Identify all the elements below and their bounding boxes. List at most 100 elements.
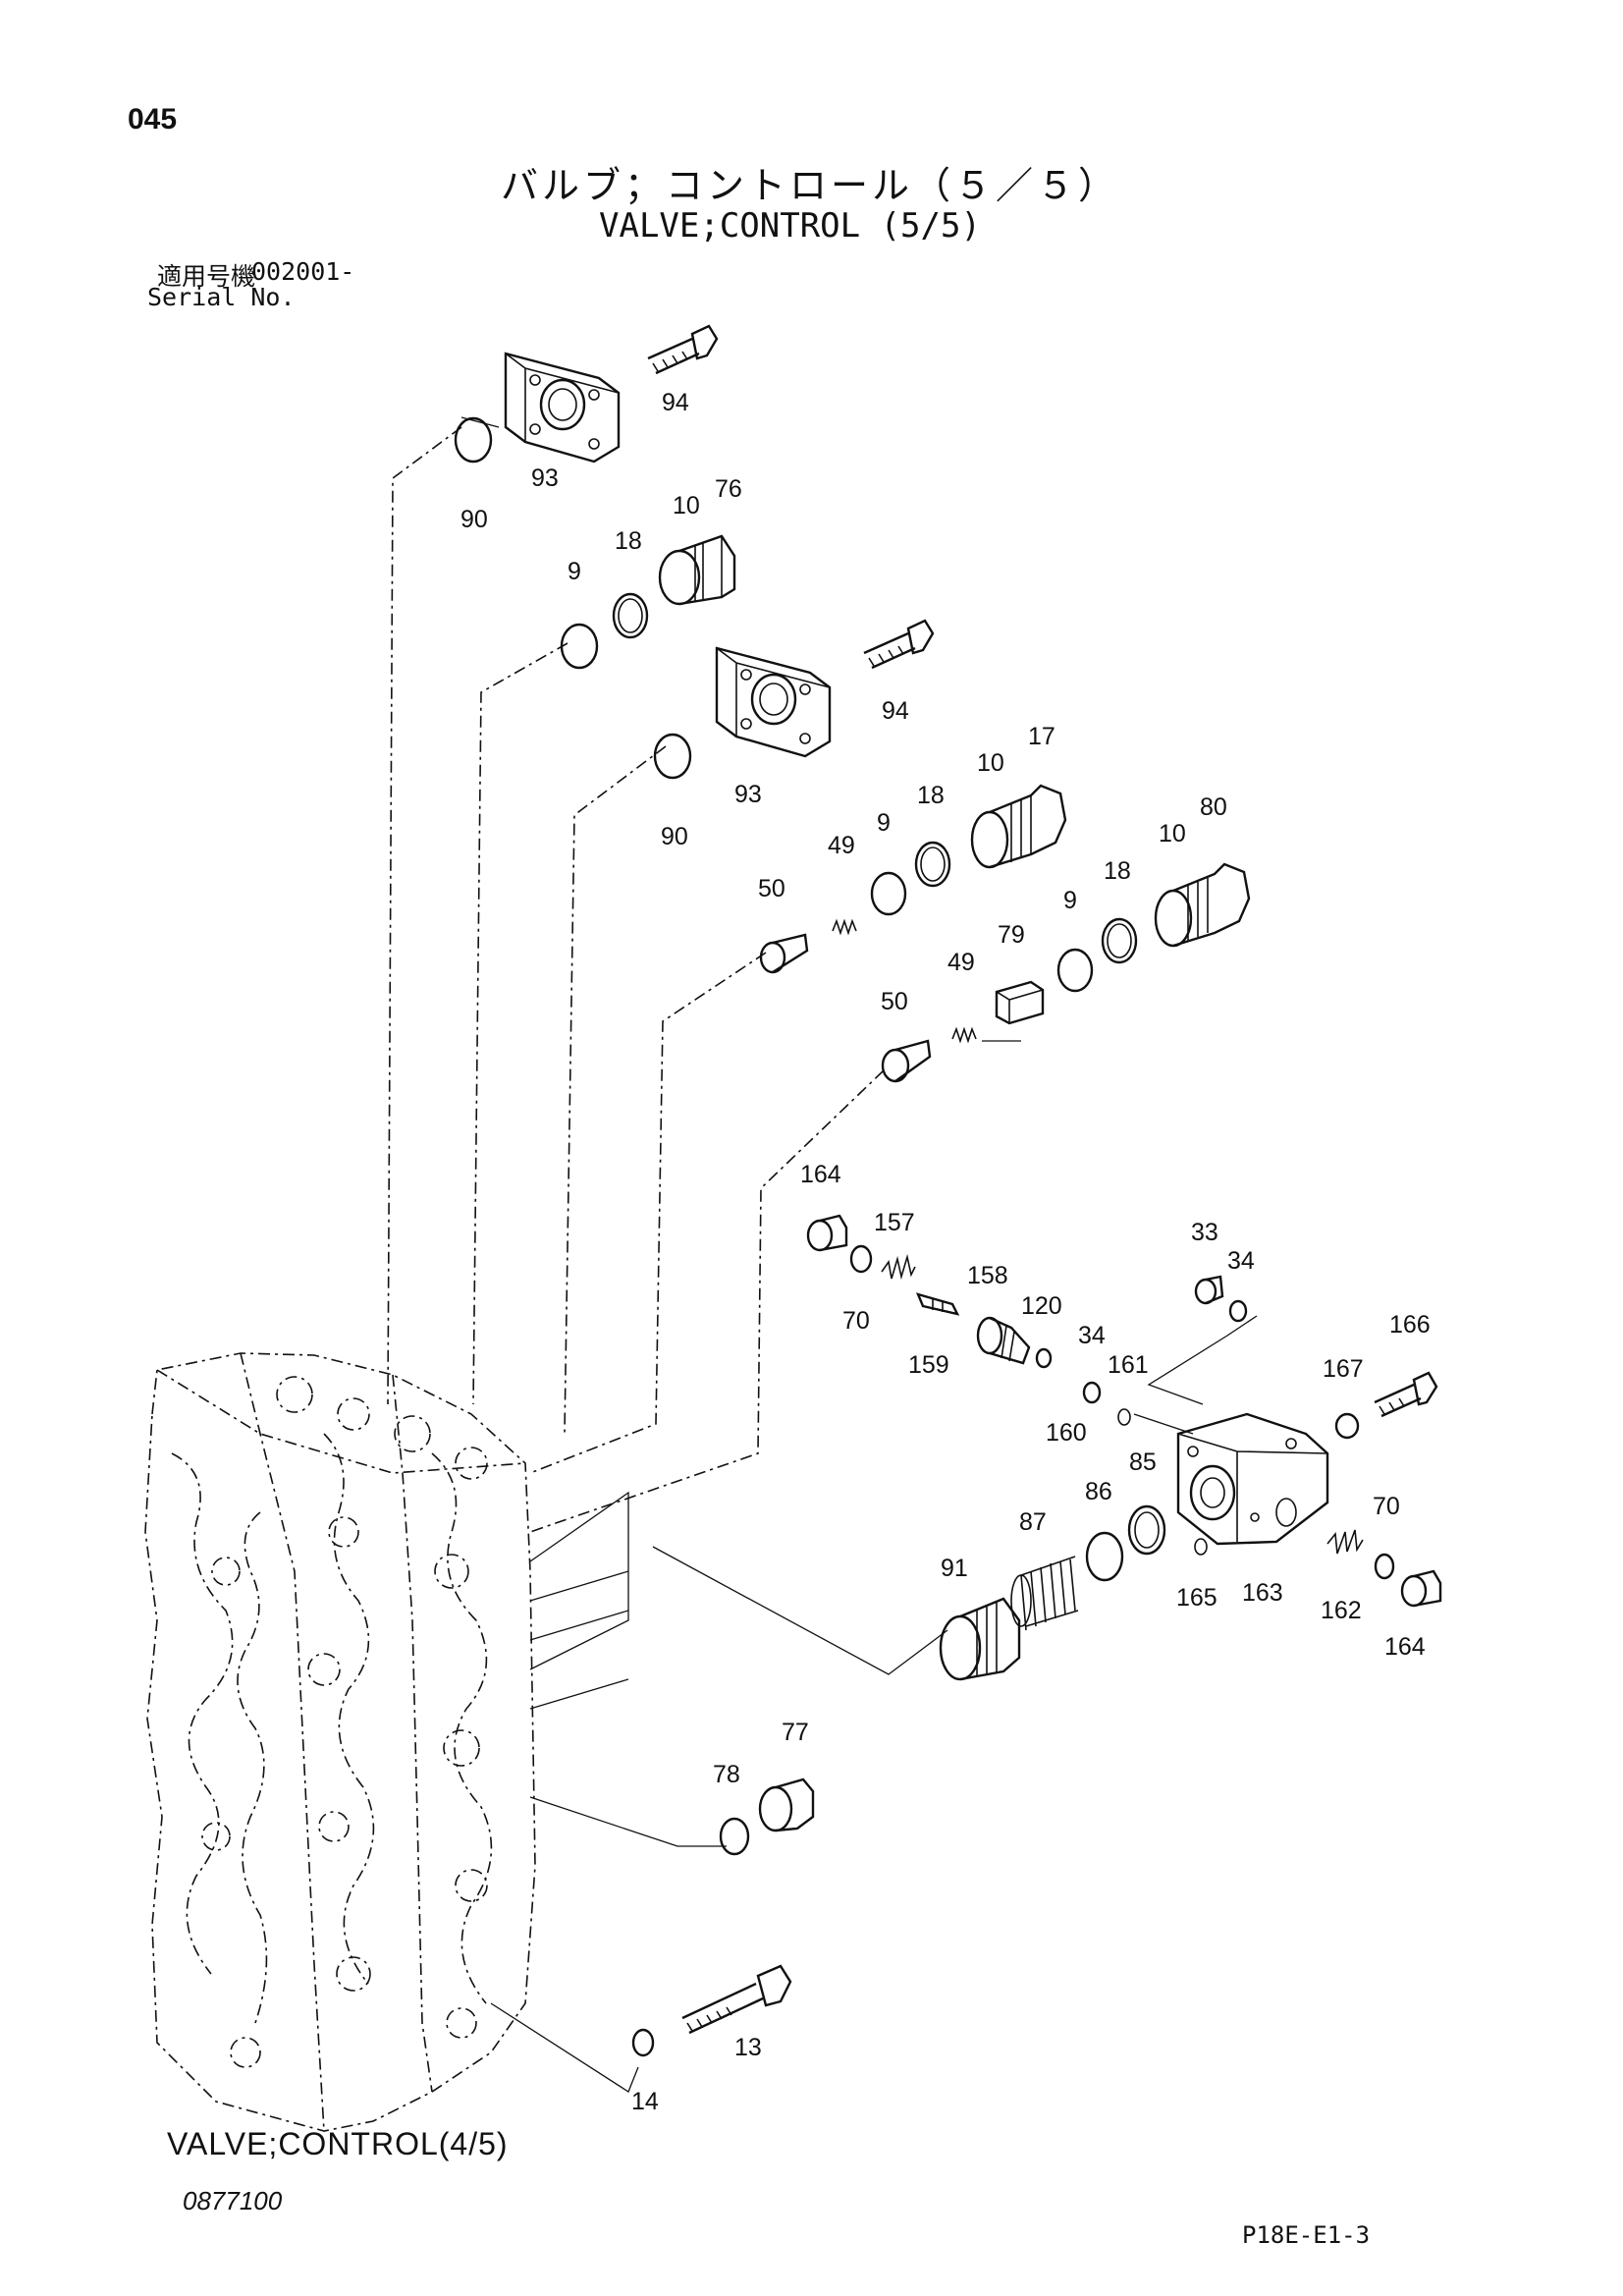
label-161: 161: [1108, 1351, 1149, 1379]
plug-33: [1194, 1275, 1224, 1305]
label-90-top: 90: [460, 506, 488, 533]
plug-164-a: [806, 1214, 848, 1252]
o-ring-86: [1085, 1531, 1124, 1582]
label-166: 166: [1389, 1311, 1431, 1339]
title-english: VALVE;CONTROL (5/5): [599, 206, 981, 246]
label-157: 157: [874, 1209, 915, 1236]
label-165: 165: [1176, 1584, 1217, 1612]
backup-ring-18-a: [612, 592, 649, 639]
backup-ring-18-c: [1101, 917, 1138, 964]
spring-87: [1010, 1556, 1079, 1631]
label-80: 80: [1200, 793, 1227, 821]
label-158: 158: [967, 1262, 1008, 1289]
label-17: 17: [1028, 723, 1055, 750]
serial-label-japanese: 適用号機: [157, 263, 256, 291]
spring-162: [1326, 1529, 1364, 1555]
o-ring-90-mid: [653, 733, 692, 780]
label-33: 33: [1191, 1219, 1218, 1246]
o-ring-9-a: [560, 623, 599, 670]
label-94-top: 94: [662, 389, 689, 416]
ring-120: [1035, 1347, 1053, 1369]
bolt-166: [1374, 1371, 1438, 1418]
label-9-b: 9: [877, 809, 891, 837]
part-labels: 94 93 90 10 76 18 9 94 93 90 10 17 18 9 …: [460, 389, 1431, 2115]
bolt-94-mid: [863, 619, 935, 670]
ring-165: [1194, 1538, 1208, 1556]
label-77: 77: [782, 1719, 809, 1746]
label-70-b: 70: [1373, 1493, 1400, 1520]
plug-76: [658, 534, 736, 606]
plug-77: [758, 1777, 815, 1832]
o-ring-14: [631, 2028, 655, 2057]
housing-163: [1176, 1412, 1329, 1546]
bolt-13: [681, 1964, 792, 2035]
label-70-a: 70: [842, 1307, 870, 1335]
o-ring-34-a: [1082, 1381, 1102, 1404]
o-ring-9-b: [870, 871, 907, 916]
label-93-top: 93: [531, 465, 559, 492]
o-ring-70-a: [849, 1244, 873, 1274]
o-ring-90-top: [454, 416, 493, 464]
o-ring-70-b: [1374, 1553, 1395, 1580]
label-14: 14: [631, 2088, 659, 2115]
label-18-a: 18: [615, 527, 642, 555]
flange-93-top: [504, 352, 621, 464]
valve-body-drawing: [144, 1352, 536, 2132]
poppet-50-a: [759, 933, 809, 974]
label-49-a: 49: [828, 832, 855, 859]
spring-157: [881, 1253, 916, 1281]
flange-93-mid: [715, 646, 832, 758]
connector-lines: [387, 416, 1258, 2093]
label-163: 163: [1242, 1579, 1283, 1607]
label-79: 79: [998, 921, 1025, 949]
page-code: P18E-E1-3: [1242, 2221, 1371, 2249]
label-164-a: 164: [800, 1161, 841, 1188]
ring-161: [1117, 1408, 1131, 1426]
label-13: 13: [734, 2034, 762, 2061]
o-ring-9-c: [1056, 948, 1094, 993]
label-10-b: 10: [977, 749, 1004, 777]
plug-91: [939, 1597, 1021, 1681]
drawing-number: 0877100: [183, 2186, 283, 2215]
label-85: 85: [1129, 1449, 1157, 1476]
bolt-94-top: [647, 324, 719, 375]
label-90-mid: 90: [661, 823, 688, 850]
label-93-mid: 93: [734, 781, 762, 808]
label-76: 76: [715, 475, 742, 503]
label-50-b: 50: [881, 988, 908, 1015]
serial-label-english: Serial No.: [147, 283, 296, 311]
label-91: 91: [941, 1555, 968, 1582]
label-160: 160: [1046, 1419, 1087, 1447]
reference-assembly-label: VALVE;CONTROL(4/5): [167, 2126, 509, 2161]
label-10-c: 10: [1159, 820, 1186, 847]
label-18-b: 18: [917, 782, 945, 809]
label-164-b: 164: [1384, 1633, 1426, 1661]
title-japanese: バルブ；コントロール（５／５）: [501, 166, 1120, 207]
label-167: 167: [1323, 1355, 1364, 1383]
relief-valve-80: [1154, 862, 1251, 948]
label-10-a: 10: [673, 492, 700, 519]
label-9-c: 9: [1063, 887, 1077, 914]
label-159: 159: [908, 1351, 949, 1379]
label-120: 120: [1021, 1292, 1062, 1320]
sleeve-158: [976, 1316, 1031, 1365]
spring-49-b: [951, 1026, 977, 1044]
plug-164-b: [1400, 1569, 1442, 1608]
label-86: 86: [1085, 1478, 1112, 1505]
backup-ring-18-b: [914, 841, 951, 888]
label-18-c: 18: [1104, 857, 1131, 885]
label-9-a: 9: [568, 558, 581, 585]
label-162: 162: [1321, 1597, 1362, 1624]
o-ring-78: [719, 1817, 750, 1856]
washer-167: [1334, 1412, 1360, 1440]
label-49-b: 49: [947, 949, 975, 976]
spring-49-a: [832, 918, 857, 936]
label-34-a: 34: [1078, 1322, 1106, 1349]
block-79: [995, 980, 1045, 1025]
label-94-mid: 94: [882, 697, 909, 725]
label-87: 87: [1019, 1508, 1047, 1536]
serial-number-value: 002001-: [251, 257, 355, 286]
ring-85: [1127, 1504, 1166, 1556]
label-34-b: 34: [1227, 1247, 1255, 1275]
